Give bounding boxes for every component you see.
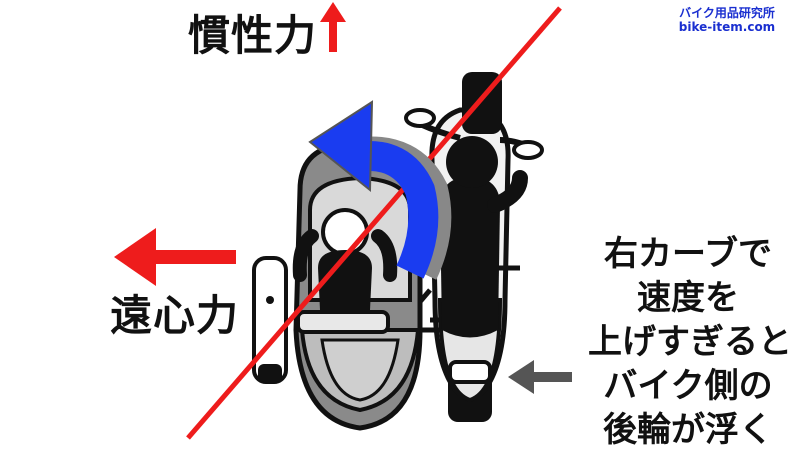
motorcycle (404, 72, 544, 422)
rider (440, 136, 528, 338)
note-line: 上げすぎると (588, 322, 792, 362)
sidecar-seat (296, 310, 390, 334)
note-line: 後輪が浮く (603, 410, 773, 450)
inertia-force-label: 慣性力 (188, 11, 318, 60)
tilt-line (186, 6, 562, 440)
site-name: バイク用品研究所 (679, 6, 775, 20)
centrifugal-force-label: 遠心力 (110, 291, 240, 340)
note-line: 右カーブで (604, 234, 772, 274)
pointer-arrow-icon (508, 360, 572, 394)
sidecar-wheel (252, 256, 288, 384)
arrow-up-icon (320, 2, 346, 52)
tail-light (448, 360, 492, 384)
curved-arrow-icon (308, 100, 452, 280)
rider-helmet (446, 136, 498, 188)
right-mirror (512, 140, 544, 160)
arrow-left-icon (114, 228, 236, 286)
explanation-note: 右カーブで 速度を 上げすぎると バイク側の 後輪が浮く (588, 232, 792, 452)
left-mirror (404, 108, 436, 128)
note-line: 速度を (637, 278, 739, 318)
passenger-helmet (321, 208, 369, 256)
note-line: バイク側の (603, 366, 773, 406)
site-url: bike-item.com (678, 20, 776, 34)
